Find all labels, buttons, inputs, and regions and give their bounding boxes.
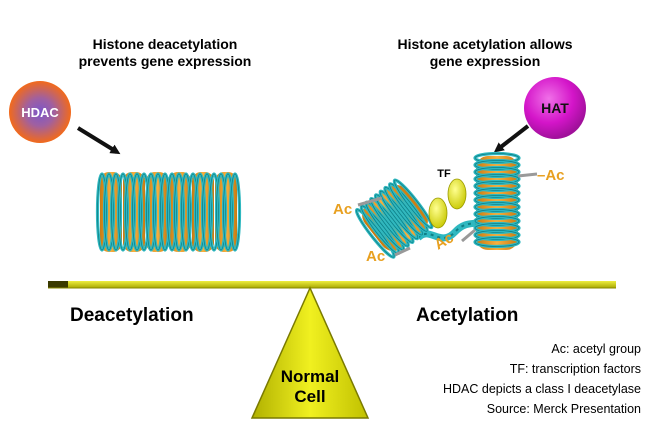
hdac-arrow — [76, 126, 121, 155]
acetylation-label: Acetylation — [416, 305, 519, 326]
hdac-enzyme — [9, 81, 71, 143]
right-heading-line2: gene expression — [429, 53, 541, 69]
tf-label: TF — [437, 168, 451, 180]
fulcrum-line2: Cell — [294, 387, 326, 406]
note-hdac: HDAC depicts a class I deacetylase — [442, 382, 641, 396]
right-heading: Histone acetylation allows gene expressi… — [370, 36, 600, 70]
hat-enzyme — [524, 77, 586, 139]
fulcrum-triangle — [250, 286, 370, 419]
transcription-factors — [428, 178, 467, 229]
fulcrum-line1: Normal — [280, 367, 340, 386]
note-tf: TF: transcription factors — [509, 362, 641, 376]
left-heading: Histone deacetylation prevents gene expr… — [60, 36, 270, 70]
deacetylation-label: Deacetylation — [70, 305, 194, 326]
note-source: Source: Merck Presentation — [486, 402, 641, 416]
fulcrum-text: Normal Cell — [270, 367, 350, 407]
open-chromatin — [354, 151, 521, 259]
acetyl-tails — [357, 172, 538, 257]
left-heading-line2: prevents gene expression — [78, 53, 252, 69]
note-ac: Ac: acetyl group — [551, 342, 641, 356]
hdac-label: HDAC — [21, 105, 59, 120]
ac-label-1: Ac — [333, 201, 352, 218]
ac-label-4: –Ac — [537, 167, 565, 184]
right-heading-line1: Histone acetylation allows — [397, 36, 573, 52]
hat-arrow — [493, 124, 530, 153]
left-heading-line1: Histone deacetylation — [92, 36, 238, 52]
ac-label-2: Ac — [366, 248, 385, 265]
condensed-chromatin — [95, 172, 242, 252]
balance-beam — [48, 281, 616, 289]
hat-label: HAT — [541, 100, 569, 116]
